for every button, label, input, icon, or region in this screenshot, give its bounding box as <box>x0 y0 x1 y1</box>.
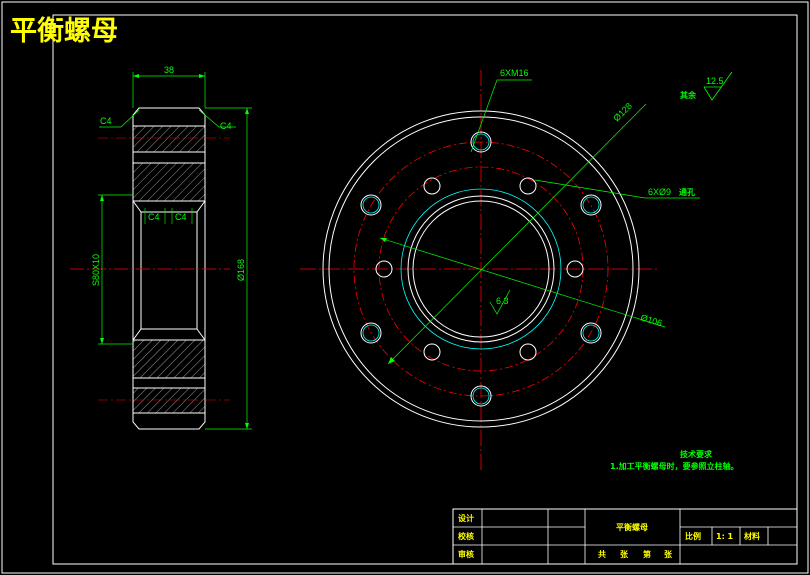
tb-page: 第 <box>643 549 651 559</box>
through-hole <box>423 343 441 361</box>
bore-right <box>196 200 206 341</box>
tapped-hole <box>580 322 602 344</box>
side-view: 38 C4 C4 C4 C4 S80X10 Ø168 <box>70 65 252 430</box>
width-dim: 38 <box>164 65 174 75</box>
through-hole <box>423 177 441 195</box>
through-holes-label: 6XØ9 <box>648 187 671 197</box>
tapped-hole <box>360 322 382 344</box>
tb-review: 审核 <box>458 549 474 559</box>
pcd-inner-label: Ø106 <box>639 312 663 328</box>
tapped-hole <box>360 194 382 216</box>
requirements-heading: 技术要求 <box>680 449 713 459</box>
thread-major-circle <box>400 188 562 350</box>
outer-rim <box>322 110 640 428</box>
bore-left <box>132 200 142 341</box>
tb-part-name: 平衡螺母 <box>616 522 648 532</box>
through-hole <box>375 260 393 278</box>
hatch-bottom <box>133 388 205 413</box>
chamfer-bore-left: C4 <box>148 212 160 222</box>
outer-chamfer <box>328 116 634 422</box>
pcd-inner-dim-line <box>379 237 666 328</box>
tapped-hole-group <box>360 131 602 407</box>
tb-scale-label: 比例 <box>685 531 701 541</box>
through-hole <box>566 260 584 278</box>
tb-scale-value: 1: 1 <box>716 532 734 541</box>
title-block: 设计 校核 审核 平衡螺母 比例 1: 1 材料 共 张 第 张 <box>452 508 798 565</box>
roughness-general: 其余 12.5 <box>680 71 733 101</box>
tapped-hole <box>470 131 492 153</box>
tb-material-label: 材料 <box>744 531 760 541</box>
tb-sheet: 张 <box>620 550 629 559</box>
through-hole <box>519 177 537 195</box>
drawing-title: 平衡螺母 <box>10 16 118 47</box>
tapped-holes-label: 6XM16 <box>500 68 529 78</box>
through-hole-group <box>375 177 584 361</box>
inner-border <box>52 14 798 565</box>
thread-dim: S80X10 <box>91 254 101 286</box>
pcd-outer-circle <box>353 141 609 397</box>
through-hole <box>519 343 537 361</box>
tapped-hole <box>580 194 602 216</box>
chamfer-top-right: C4 <box>220 121 232 131</box>
hatch-mid-bottom <box>133 340 205 378</box>
tapped-hole <box>470 385 492 407</box>
tb-design: 设计 <box>458 513 474 523</box>
through-holes-suffix: 通孔 <box>679 187 695 197</box>
tb-check: 校核 <box>458 531 474 541</box>
tb-total: 共 <box>598 549 606 559</box>
roughness-label: 其余 <box>680 90 697 100</box>
side-outline <box>132 107 206 430</box>
technical-requirements: 技术要求 1.加工平衡螺母时，要参照立柱轴。 <box>610 449 739 471</box>
hatch-mid-top <box>133 163 205 201</box>
hatch-top <box>133 126 205 152</box>
roughness-inner: 6.3 <box>496 296 509 306</box>
bore-chamfer-circle <box>412 200 550 338</box>
bore-circle <box>407 195 555 343</box>
front-view: 6XM16 Ø128 6XØ9 通孔 Ø106 6.3 <box>300 68 700 470</box>
chamfer-bore-right: C4 <box>175 212 187 222</box>
diameter-dim: Ø168 <box>236 259 246 281</box>
chamfer-top-left: C4 <box>100 116 112 126</box>
roughness-value: 12.5 <box>706 76 724 86</box>
pcd-outer-dim-line <box>387 103 647 365</box>
tb-page-sheet: 张 <box>664 550 673 559</box>
requirements-line1: 1.加工平衡螺母时，要参照立柱轴。 <box>610 461 739 471</box>
